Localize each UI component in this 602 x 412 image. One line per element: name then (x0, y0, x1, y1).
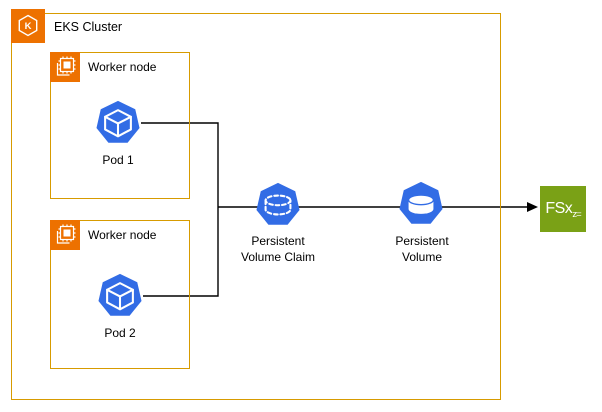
pod-2-icon (97, 273, 143, 319)
worker-node-1-label: Worker node (88, 60, 157, 74)
fsx-label: FSx (545, 200, 573, 217)
worker-node-2-box (50, 220, 190, 369)
persistent-volume-claim-label: Persistent Volume Claim (217, 233, 339, 265)
eks-cluster-box (11, 13, 501, 400)
fsx-sub-label: z= (572, 209, 581, 220)
persistent-volume-label: Persistent Volume (361, 233, 483, 265)
pvc-label-line2: Volume Claim (240, 250, 316, 264)
pv-label-line1: Persistent (395, 234, 449, 248)
worker-node-1-box (50, 52, 190, 199)
persistent-volume-claim-icon (255, 182, 301, 228)
worker-node-icon (50, 220, 80, 250)
pod-1-icon (95, 100, 141, 146)
pvc-label-line1: Persistent (251, 234, 305, 248)
persistent-volume-icon (398, 181, 444, 227)
pod-2-label: Pod 2 (104, 326, 136, 340)
pv-label-line2: Volume (401, 250, 443, 264)
worker-node-icon (50, 52, 80, 82)
eks-cluster-icon: K (11, 9, 45, 43)
worker-node-2-label: Worker node (88, 228, 157, 242)
eks-icon-letter: K (25, 21, 32, 32)
eks-cluster-label: EKS Cluster (54, 20, 123, 34)
pod-1-label: Pod 1 (102, 153, 134, 167)
